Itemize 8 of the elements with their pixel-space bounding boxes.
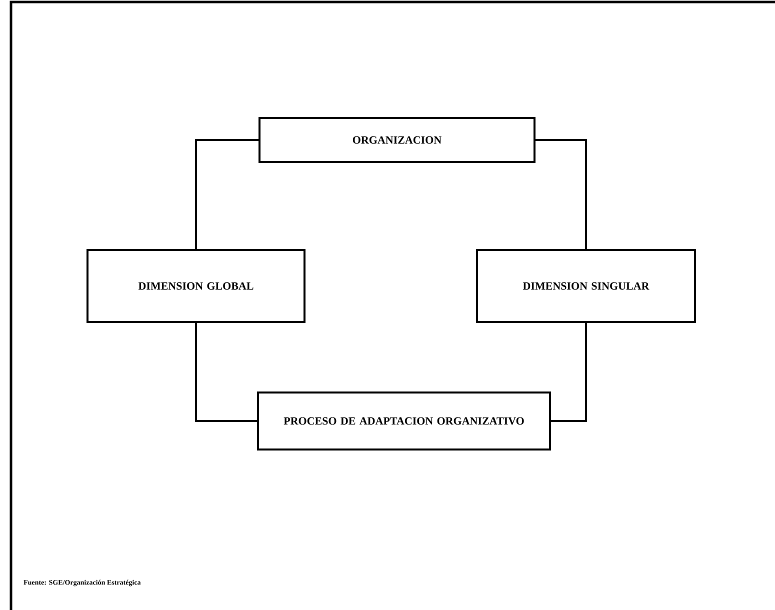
process-box: ORGANIZACION	[258, 117, 536, 163]
connector-line	[536, 139, 587, 249]
process-box: DIMENSION GLOBAL	[86, 249, 306, 323]
connector-line	[551, 323, 587, 422]
process-box: DIMENSION SINGULAR	[476, 249, 696, 323]
connector-line	[195, 323, 257, 422]
connector-line	[195, 139, 258, 249]
process-box: PROCESO DE ADAPTACION ORGANIZATIVO	[257, 392, 551, 450]
